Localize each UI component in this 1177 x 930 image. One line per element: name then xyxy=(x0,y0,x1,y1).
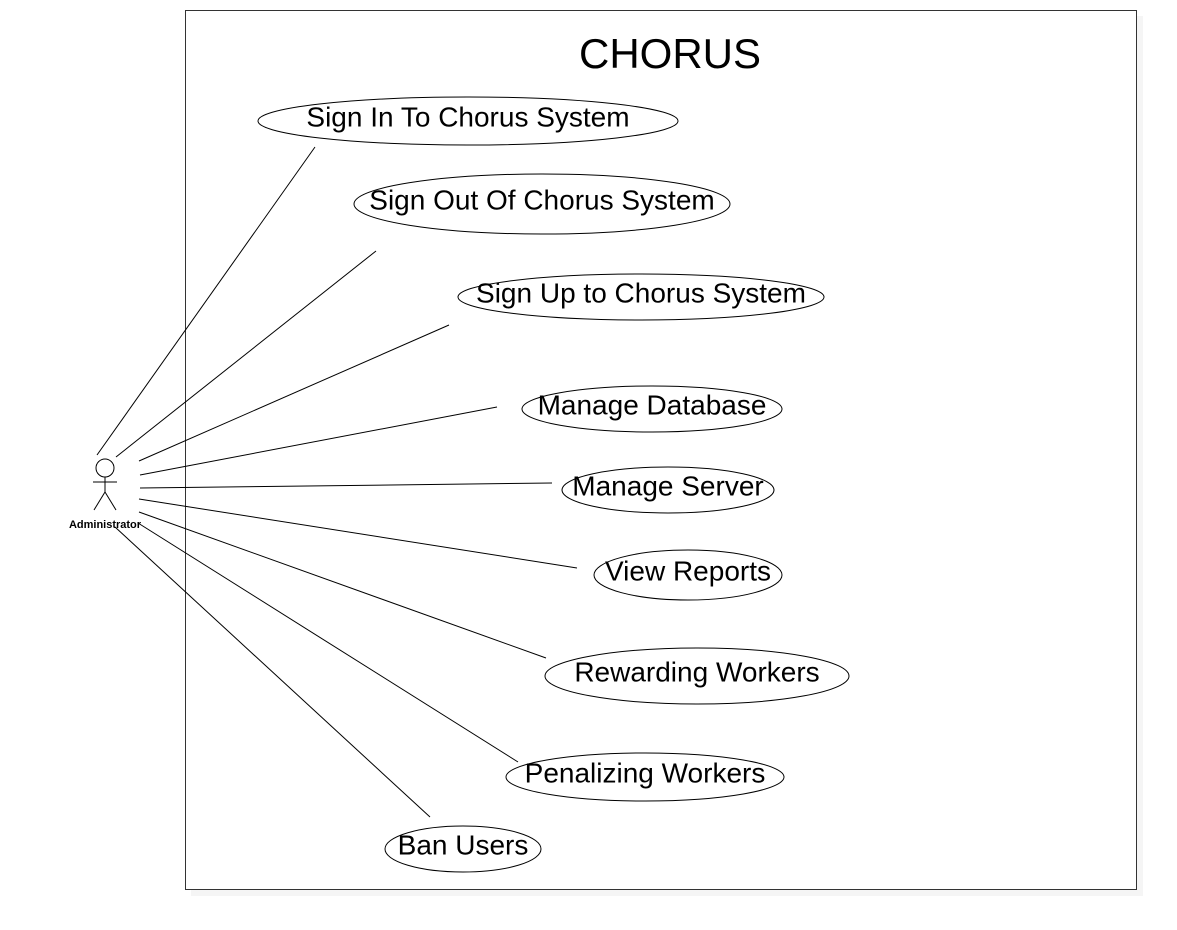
use-case-label: Sign In To Chorus System xyxy=(306,101,629,132)
use-case-label: Rewarding Workers xyxy=(574,656,819,687)
association-line-sign-out xyxy=(115,250,377,458)
use-case-label: Penalizing Workers xyxy=(525,757,766,788)
association-line-sign-in xyxy=(96,146,316,456)
use-case-ban-users[interactable]: Ban Users xyxy=(384,825,542,873)
use-case-label: View Reports xyxy=(605,555,771,586)
system-boundary xyxy=(185,10,1137,890)
use-case-label: Sign Up to Chorus System xyxy=(476,277,806,308)
actor-left-leg xyxy=(93,491,106,511)
use-case-penalizing-workers[interactable]: Penalizing Workers xyxy=(505,752,785,802)
use-case-label: Manage Database xyxy=(538,389,767,420)
use-case-ellipse xyxy=(544,647,850,705)
association-line-penalizing-workers xyxy=(137,522,519,763)
actor-name: Administrator xyxy=(69,519,142,531)
association-line-manage-database xyxy=(139,406,498,476)
associations xyxy=(96,146,578,818)
use-case-ellipse xyxy=(593,549,783,601)
use-case-rewarding-workers[interactable]: Rewarding Workers xyxy=(544,647,850,705)
use-case-ellipse xyxy=(505,752,785,802)
use-case-label: Sign Out Of Chorus System xyxy=(369,184,714,215)
use-case-label: Ban Users xyxy=(398,829,529,860)
actor-administrator[interactable]: Administrator xyxy=(69,458,142,531)
association-line-manage-server xyxy=(139,482,553,489)
use-case-sign-out[interactable]: Sign Out Of Chorus System xyxy=(353,173,731,235)
use-case-ellipse xyxy=(561,466,775,514)
association-line-sign-up xyxy=(138,324,450,462)
use-case-ellipse xyxy=(521,385,783,433)
association-line-view-reports xyxy=(138,498,578,569)
use-case-view-reports[interactable]: View Reports xyxy=(593,549,783,601)
use-case-ellipse xyxy=(257,96,679,146)
system-title: CHORUS xyxy=(578,30,761,77)
use-case-label: Manage Server xyxy=(572,470,763,501)
actor-head xyxy=(95,458,115,478)
actor-right-leg xyxy=(104,491,117,511)
use-case-ellipse xyxy=(457,273,825,321)
use-case-manage-database[interactable]: Manage Database xyxy=(521,385,783,433)
association-line-rewarding-workers xyxy=(138,511,547,659)
use-case-ellipse xyxy=(384,825,542,873)
association-line-ban-users xyxy=(114,526,431,818)
use-case-sign-in[interactable]: Sign In To Chorus System xyxy=(257,96,679,146)
use-case-manage-server[interactable]: Manage Server xyxy=(561,466,775,514)
use-case-ellipse xyxy=(353,173,731,235)
use-case-sign-up[interactable]: Sign Up to Chorus System xyxy=(457,273,825,321)
